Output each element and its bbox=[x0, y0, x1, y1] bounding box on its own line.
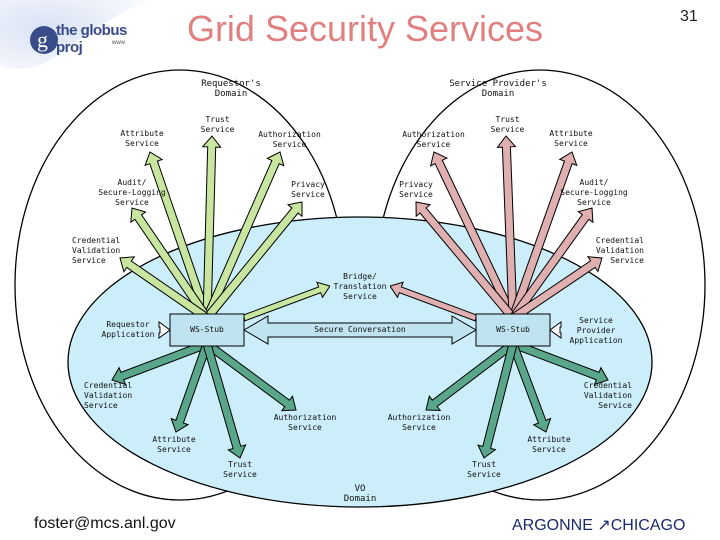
bridge-box bbox=[330, 268, 390, 302]
trust-service-vo-left-label: Trust Service bbox=[223, 460, 257, 479]
arrow-requestor-app-to-stub bbox=[158, 321, 171, 339]
arrow-to-trust-service-vo-right bbox=[477, 342, 518, 459]
globus-logo: g the globus proj www bbox=[0, 0, 150, 60]
arrow-to-credential-service-top-left bbox=[119, 256, 210, 322]
trust-service-right-label: Trust Service bbox=[490, 115, 525, 134]
arrow-to-privacy-service-right bbox=[415, 201, 517, 322]
authorization-service-right-label: Authorization Service bbox=[402, 130, 465, 149]
authorization-service-vo-left-label: Authorization Service bbox=[273, 413, 337, 432]
trust-service-left-label: Trust Service bbox=[200, 115, 235, 134]
arrow-to-attribute-service-vo-right bbox=[508, 341, 552, 433]
arrow-to-audit-service-right bbox=[509, 207, 594, 321]
secure-conversation-arrow bbox=[243, 315, 477, 345]
requestor-application-label: Requestor Application bbox=[101, 320, 155, 339]
attribute-service-right-label: Attribute Service bbox=[549, 129, 593, 148]
bridge-service-label: Bridge/ Translation Service bbox=[333, 272, 387, 301]
logo-subtext: www bbox=[112, 40, 125, 46]
arrow-stub-left-to-bridge bbox=[242, 281, 331, 322]
page-title: Grid Security Services bbox=[186, 8, 544, 49]
authorization-service-left-label: Authorization Service bbox=[258, 130, 321, 149]
arrow-stub-right-to-bridge bbox=[389, 281, 478, 322]
svg-text:g: g bbox=[37, 27, 48, 52]
audit-service-right-label: Audit/ Secure-Logging Service bbox=[560, 178, 628, 207]
arrow-provider-app-to-stub bbox=[549, 321, 562, 339]
globus-g-icon: g bbox=[30, 26, 58, 54]
authorization-service-vo-right-label: Authorization Service bbox=[387, 413, 451, 432]
attribute-service-vo-right-label: Attribute Service bbox=[527, 435, 571, 454]
requestor-domain-label: Requestor's Domain bbox=[201, 79, 261, 99]
arrow-to-authorization-service-vo-right bbox=[425, 340, 517, 412]
arrow-to-credential-service-top-right bbox=[510, 256, 603, 322]
trust-service-vo-right-label: Trust Service bbox=[467, 460, 501, 479]
arrow-to-authorization-service-vo-left bbox=[203, 340, 297, 412]
credential-validation-top-left-label: Credential Validation Service bbox=[72, 236, 121, 265]
credential-validation-bottom-right-label: Credential Validation Service bbox=[583, 381, 632, 410]
page-number: 31 bbox=[680, 8, 698, 25]
footer-email[interactable]: foster@mcs.anl.gov bbox=[34, 515, 176, 532]
credential-validation-bottom-left-label: Credential Validation Service bbox=[84, 381, 133, 410]
arrow-to-trust-service-vo-left bbox=[202, 342, 247, 459]
logo-text: the globus proj bbox=[56, 22, 127, 56]
privacy-service-right-label: Privacy Service bbox=[399, 180, 433, 199]
arrow-to-trust-service-left bbox=[201, 135, 222, 319]
arrow-to-trust-service-right bbox=[496, 135, 518, 319]
vo-domain-label: VO Domain bbox=[343, 484, 377, 504]
footer-brand: ARGONNE ↗CHICAGO bbox=[512, 517, 686, 534]
service-provider-application-label: Service Provider Application bbox=[569, 316, 623, 345]
secure-conversation-label: Secure Conversation bbox=[314, 325, 406, 334]
arrow-to-authorization-service-left bbox=[202, 151, 285, 321]
attribute-service-left-label: Attribute Service bbox=[120, 129, 164, 148]
credential-validation-top-right-label: Credential Validation Service bbox=[595, 236, 644, 265]
ws-stub-left-label: WS-Stub bbox=[190, 325, 224, 334]
ws-stub-right-label: WS-Stub bbox=[496, 325, 530, 334]
ws-stub-right-box bbox=[475, 313, 551, 347]
audit-service-left-label: Audit/ Secure-Logging Service bbox=[98, 178, 166, 207]
privacy-service-left-label: Privacy Service bbox=[291, 180, 325, 199]
arrow-to-attribute-service-vo-left bbox=[170, 342, 212, 433]
provider-domain-label: Service Provider's Domain bbox=[449, 79, 547, 99]
attribute-service-vo-left-label: Attribute Service bbox=[152, 435, 196, 454]
vo-domain-ellipse bbox=[67, 216, 653, 508]
arrow-to-credential-service-bottom-left bbox=[111, 339, 210, 386]
arrow-to-privacy-service-left bbox=[203, 201, 303, 322]
arrow-to-attribute-service-right bbox=[508, 151, 578, 320]
